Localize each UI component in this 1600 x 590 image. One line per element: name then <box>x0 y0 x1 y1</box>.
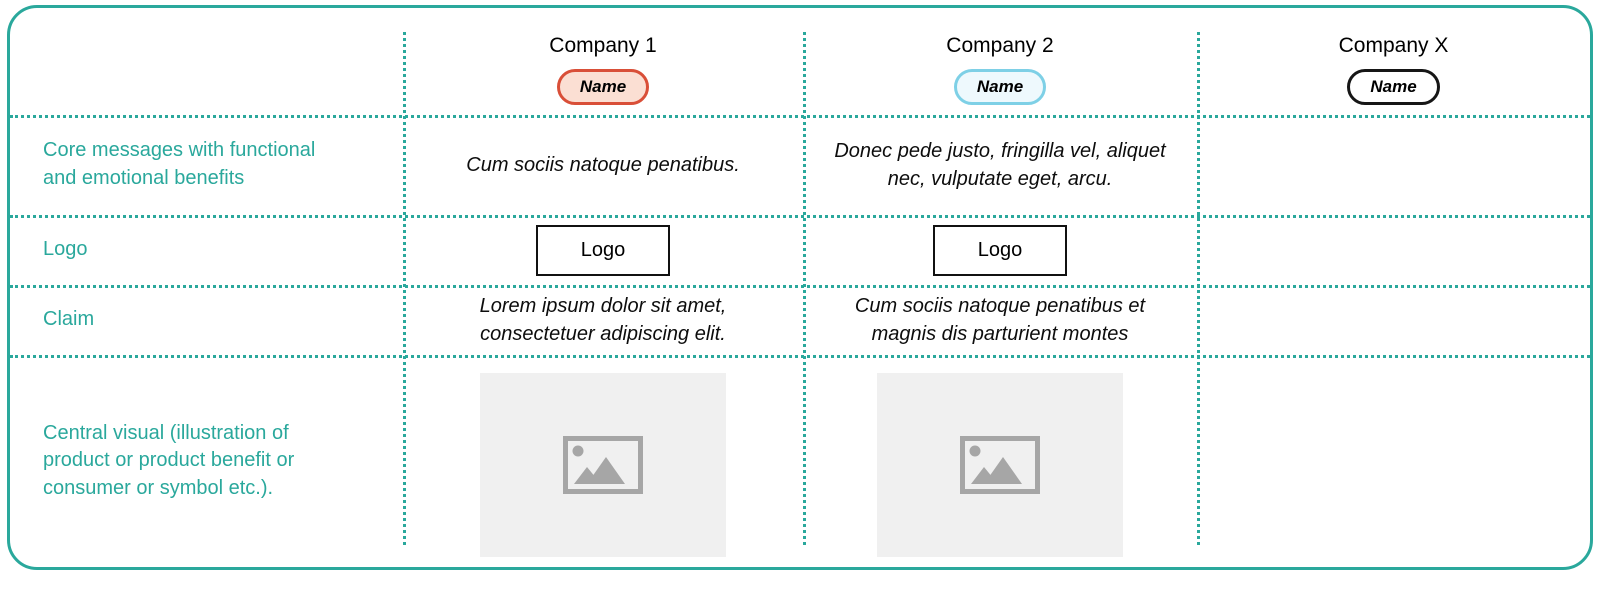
image-placeholder-company-2 <box>877 373 1123 557</box>
company-1-title: Company 1 <box>549 34 657 57</box>
column-divider <box>1197 32 1200 545</box>
logo-placeholder-company-2-text: Logo <box>977 238 1023 261</box>
company-2-name-badge-label: Name <box>976 77 1024 96</box>
claim-company-x <box>1197 285 1590 355</box>
image-placeholder-icon <box>960 436 1040 494</box>
central-visual-company-1 <box>403 355 803 567</box>
claim-company-1-text: Lorem ipsum dolor sit amet, consectetuer… <box>479 295 727 345</box>
logo-placeholder-company-1: Logo <box>536 224 670 276</box>
core-messages-company-1-text: Cum sociis natoque penatibus. <box>466 154 740 176</box>
header-company-2: Company 2 Name <box>803 8 1197 115</box>
claim-company-2: Cum sociis natoque penatibus et magnis d… <box>803 285 1197 355</box>
column-divider <box>403 32 406 545</box>
row-label-claim: Claim <box>10 285 403 355</box>
company-2-name-badge: Name <box>953 69 1047 106</box>
logo-label-text: Logo <box>43 238 88 261</box>
claim-company-2-text: Cum sociis natoque penatibus et magnis d… <box>854 295 1146 345</box>
company-x-title: Company X <box>1338 34 1449 57</box>
company-x-name-badge-label: Name <box>1370 77 1417 96</box>
core-messages-company-2-text: Donec pede justo, fringilla vel, aliquet… <box>834 140 1166 190</box>
central-visual-company-2 <box>803 355 1197 567</box>
logo-cell-company-1: Logo <box>403 215 803 285</box>
claim-company-1: Lorem ipsum dolor sit amet, consectetuer… <box>403 285 803 355</box>
row-divider <box>10 355 1590 358</box>
core-messages-label-text: Core messages with functional and emotio… <box>43 139 316 189</box>
claim-label-text: Claim <box>43 308 95 331</box>
company-2-title: Company 2 <box>946 34 1054 57</box>
logo-cell-company-x <box>1197 215 1590 285</box>
header-company-1: Company 1 Name <box>403 8 803 115</box>
core-messages-company-x <box>1197 115 1590 215</box>
central-visual-company-x <box>1197 355 1590 567</box>
logo-placeholder-company-2: Logo <box>933 224 1067 276</box>
core-messages-company-2: Donec pede justo, fringilla vel, aliquet… <box>803 115 1197 215</box>
header-company-x: Company X Name <box>1197 8 1590 115</box>
image-placeholder-company-1 <box>480 373 726 557</box>
row-label-central-visual: Central visual (illustration of product … <box>10 355 403 567</box>
row-divider <box>10 115 1590 118</box>
logo-placeholder-company-1-text: Logo <box>580 238 626 261</box>
logo-cell-company-2: Logo <box>803 215 1197 285</box>
core-messages-company-1: Cum sociis natoque penatibus. <box>403 115 803 215</box>
competitor-comparison-table: Company 1 Name Company 2 Name Company X … <box>7 5 1593 570</box>
company-x-name-badge: Name <box>1347 69 1440 106</box>
central-visual-label-text: Central visual (illustration of product … <box>43 421 295 499</box>
company-1-name-badge-label: Name <box>579 77 627 96</box>
image-placeholder-icon <box>563 436 643 494</box>
company-1-name-badge: Name <box>556 69 650 106</box>
row-label-logo: Logo <box>10 215 403 285</box>
column-divider <box>803 32 806 545</box>
row-label-core-messages: Core messages with functional and emotio… <box>10 115 403 215</box>
row-divider <box>10 215 1590 218</box>
row-divider <box>10 285 1590 288</box>
